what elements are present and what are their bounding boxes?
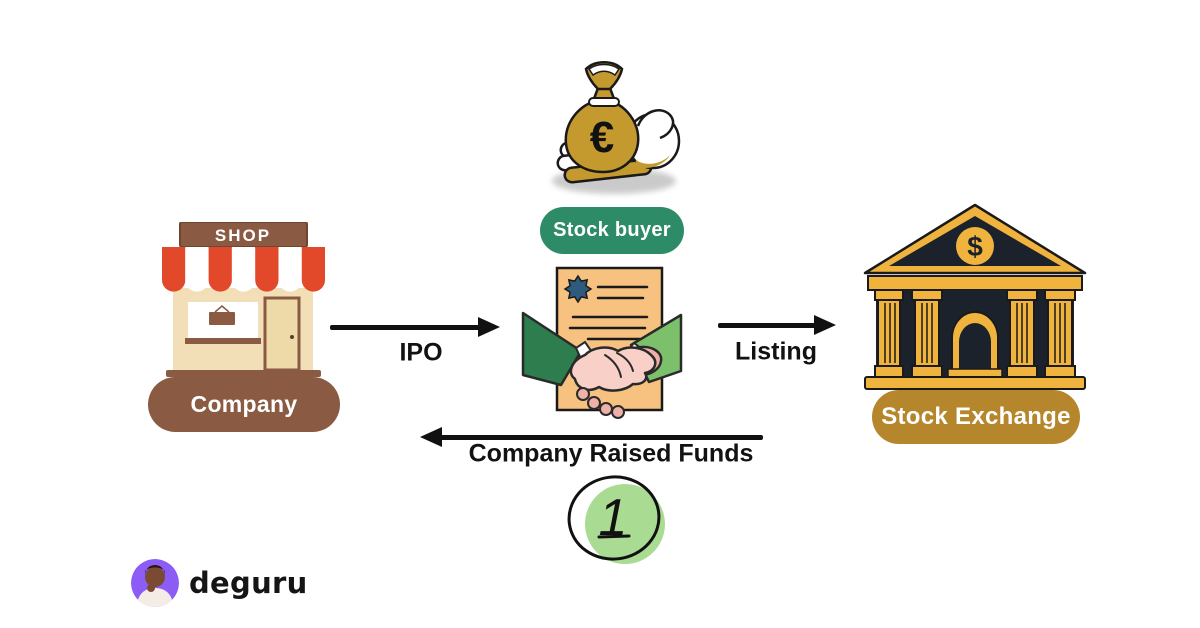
listing-arrow-shaft	[718, 323, 816, 328]
ipo-arrow-shaft	[330, 325, 482, 330]
raised-funds-label: Company Raised Funds	[468, 439, 754, 468]
company-label: Company	[190, 391, 298, 417]
awning	[162, 247, 325, 292]
money-bag-hand-icon: €	[552, 61, 681, 194]
dollar-symbol: $	[967, 231, 983, 262]
raised-funds-arrow-shaft	[440, 435, 763, 440]
listing-arrow-head-icon	[814, 315, 836, 335]
stock-buyer-label: Stock buyer	[553, 219, 671, 241]
bank-building-icon: $	[863, 203, 1087, 390]
contract-handshake-icon	[521, 266, 683, 419]
stock-exchange-label-pill: Stock Exchange	[872, 390, 1080, 444]
seal-star	[563, 274, 593, 304]
brand-name: deguru	[189, 566, 308, 600]
ipo-label: IPO	[399, 338, 443, 367]
stock-buyer-label-pill: Stock buyer	[540, 207, 684, 254]
raised-funds-arrow-head-icon	[420, 427, 442, 447]
brand-lockup: deguru	[131, 559, 308, 607]
ipo-arrow-head-icon	[478, 317, 500, 337]
company-label-pill: Company	[148, 377, 340, 432]
brand-avatar	[131, 559, 179, 607]
stock-exchange-label: Stock Exchange	[881, 403, 1071, 430]
step-1-badge: 1	[567, 475, 665, 564]
listing-label: Listing	[735, 337, 817, 366]
euro-symbol: €	[590, 113, 614, 162]
shop-sign-text: SHOP	[215, 226, 271, 245]
shop-storefront-icon: SHOP	[162, 222, 325, 377]
